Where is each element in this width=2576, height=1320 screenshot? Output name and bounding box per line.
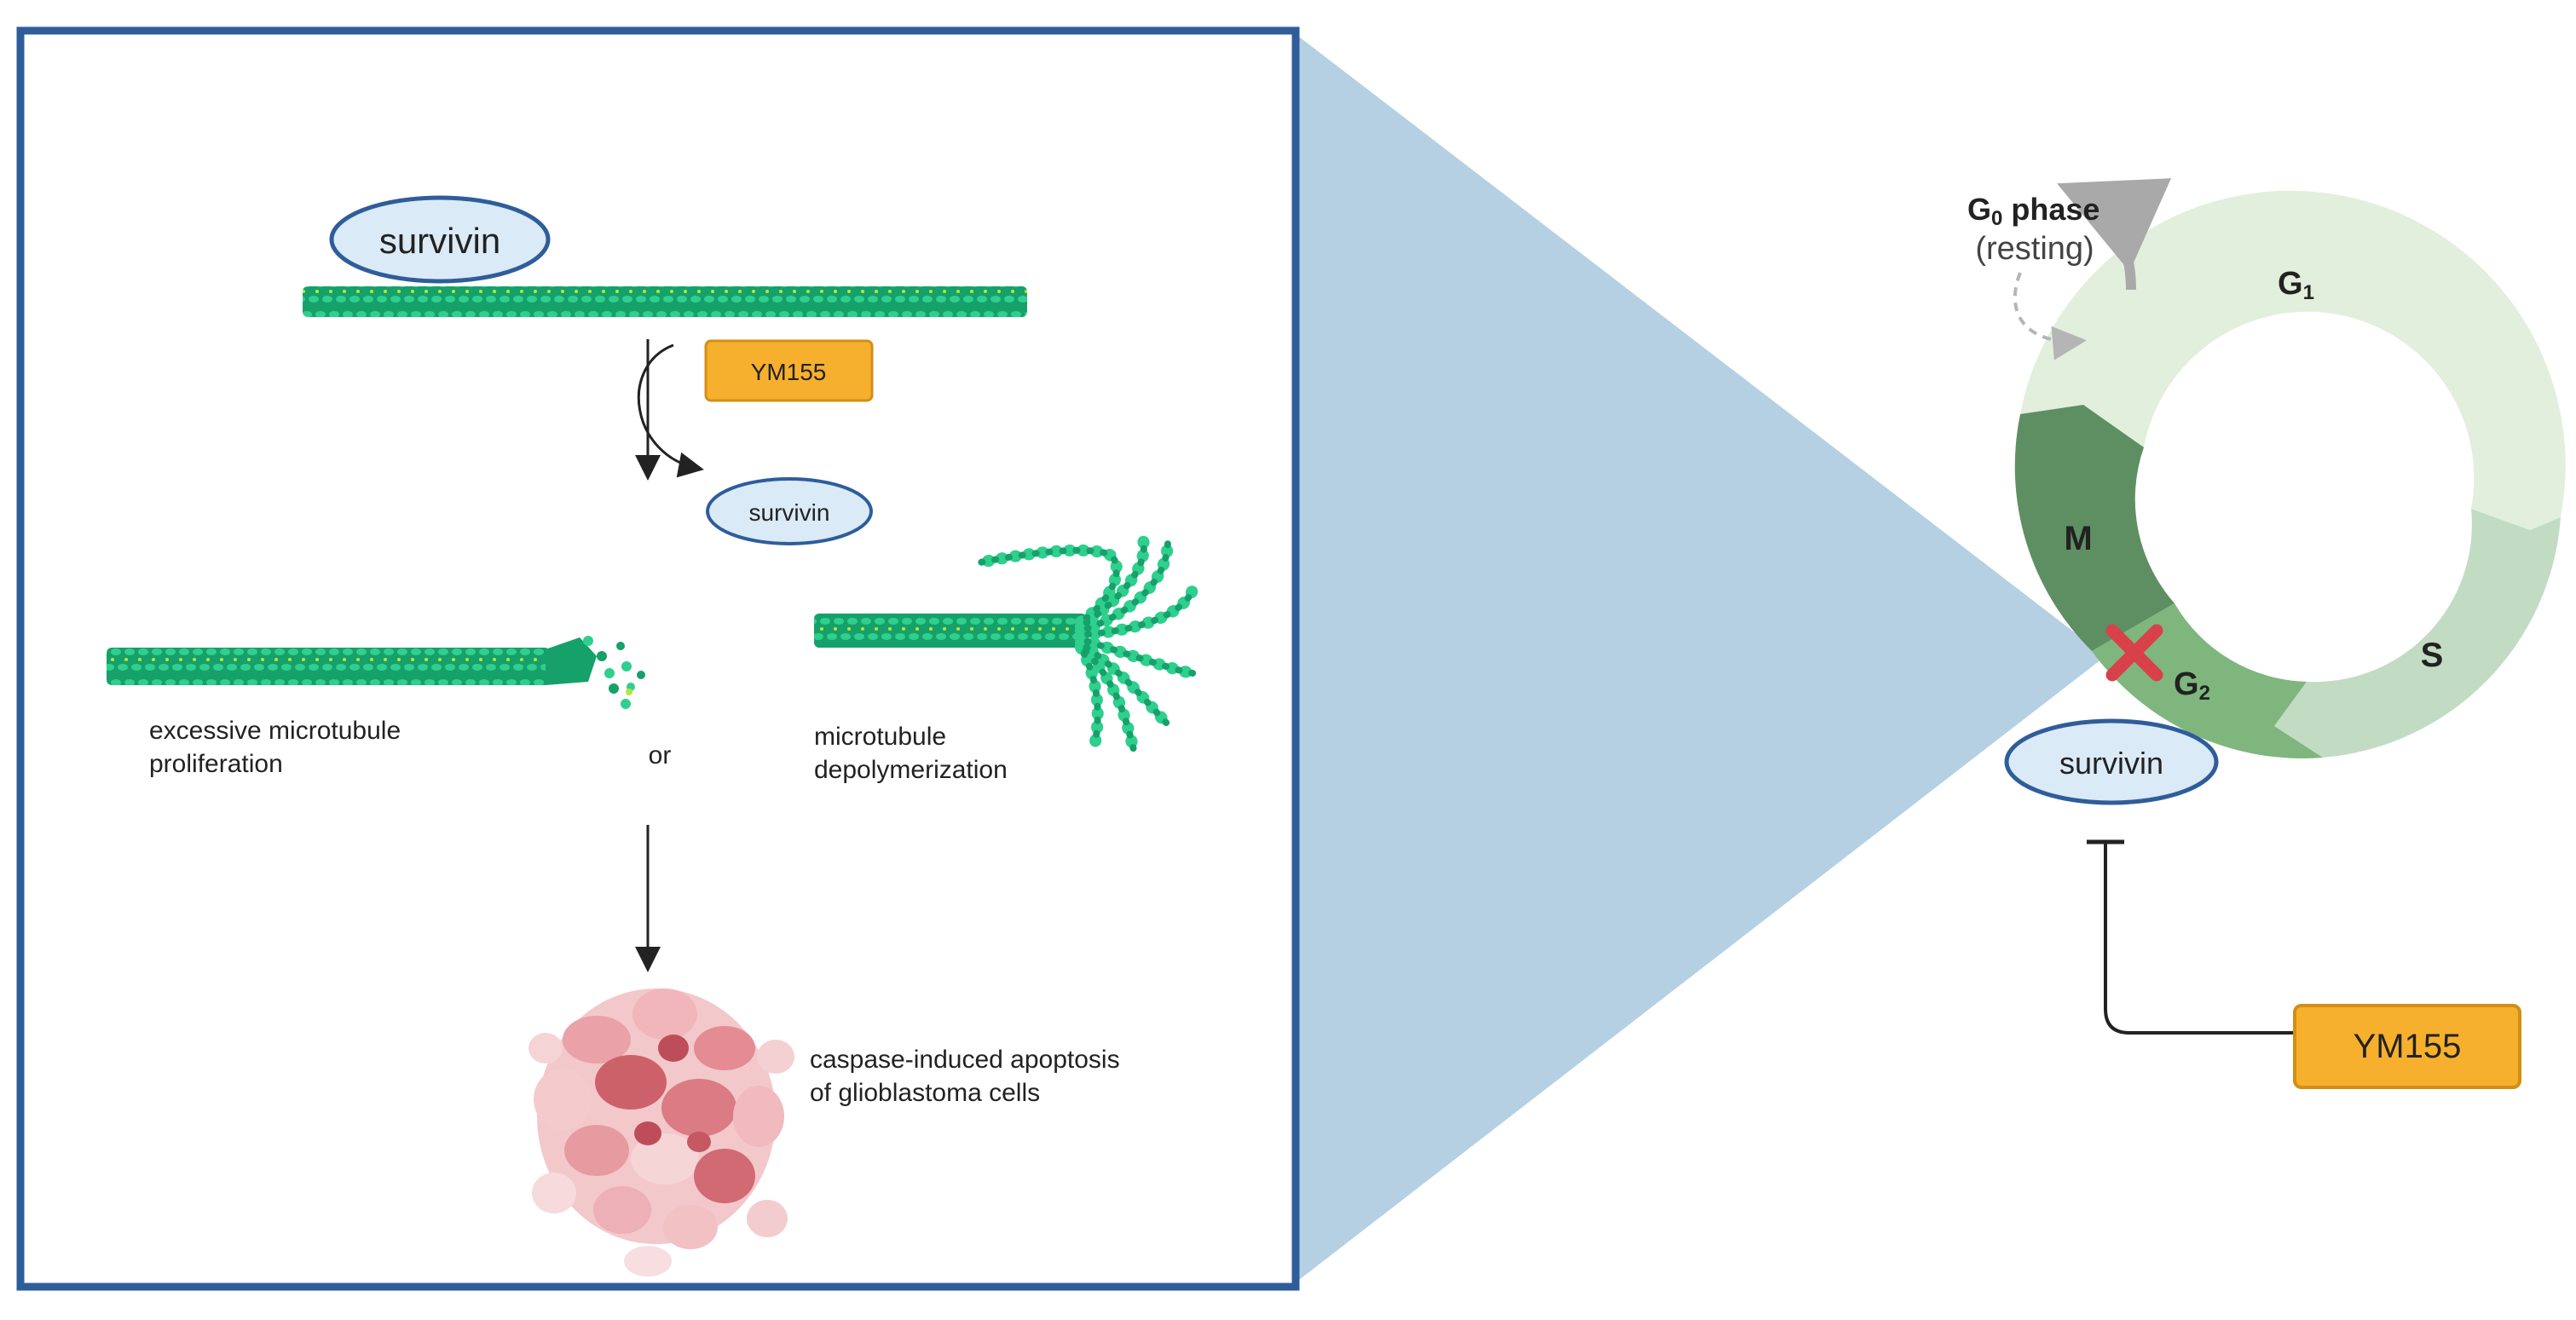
g1-label: G1 [2278,266,2314,304]
g1-arc [2020,190,2566,530]
survivin-released-label: survivin [749,499,830,526]
m-arc [2014,405,2175,651]
survivin-oval-top: survivin [329,195,551,284]
microtubule-top [303,286,1027,317]
ym155-cycle-label: YM155 [2354,1028,2462,1065]
zoom-wedge [1296,34,2105,1283]
block-x-icon [2105,624,2163,682]
cell-cycle: G0 phase (resting) G1 S M G2 survivin YM… [1967,178,2566,1089]
g0-phase-label: G0 phase [1967,192,2099,230]
left-panel: survivin YM155 survivin exc [16,26,1300,1291]
ym155-label: YM155 [751,359,827,385]
g0-exit-arrow [2057,178,2172,291]
microtubule-proliferation [107,636,645,709]
inhibition-line [2104,842,2295,1035]
m-label: M [2064,520,2092,557]
label-apoptosis-line2: of glioblastoma cells [810,1079,1040,1107]
survivin-label: survivin [379,221,500,261]
label-apoptosis-line1: caspase-induced apoptosis [810,1046,1120,1074]
release-curve-arrow [637,343,704,478]
g2-label: G2 [2174,666,2210,705]
label-depoly-line1: microtubule [814,723,946,751]
microtubule-depolymerization [814,531,1199,756]
label-proliferation-line2: proliferation [149,750,283,778]
label-depoly-line2: depolymerization [814,756,1008,784]
ym155-box-cycle: YM155 [2293,1004,2521,1089]
survivin-oval-cycle: survivin [2004,718,2219,805]
survivin-cycle-label: survivin [2059,746,2163,781]
g0-return-arrow [2013,272,2087,360]
survivin-oval-released: survivin [706,477,873,545]
s-label: S [2421,637,2444,674]
label-or: or [649,741,672,770]
apoptotic-cell-cluster [528,989,794,1277]
g0-resting-label: (resting) [1975,231,2094,267]
label-proliferation-line1: excessive microtubule [149,717,401,745]
ym155-box-small: YM155 [704,339,874,402]
s-arc [2274,509,2561,758]
